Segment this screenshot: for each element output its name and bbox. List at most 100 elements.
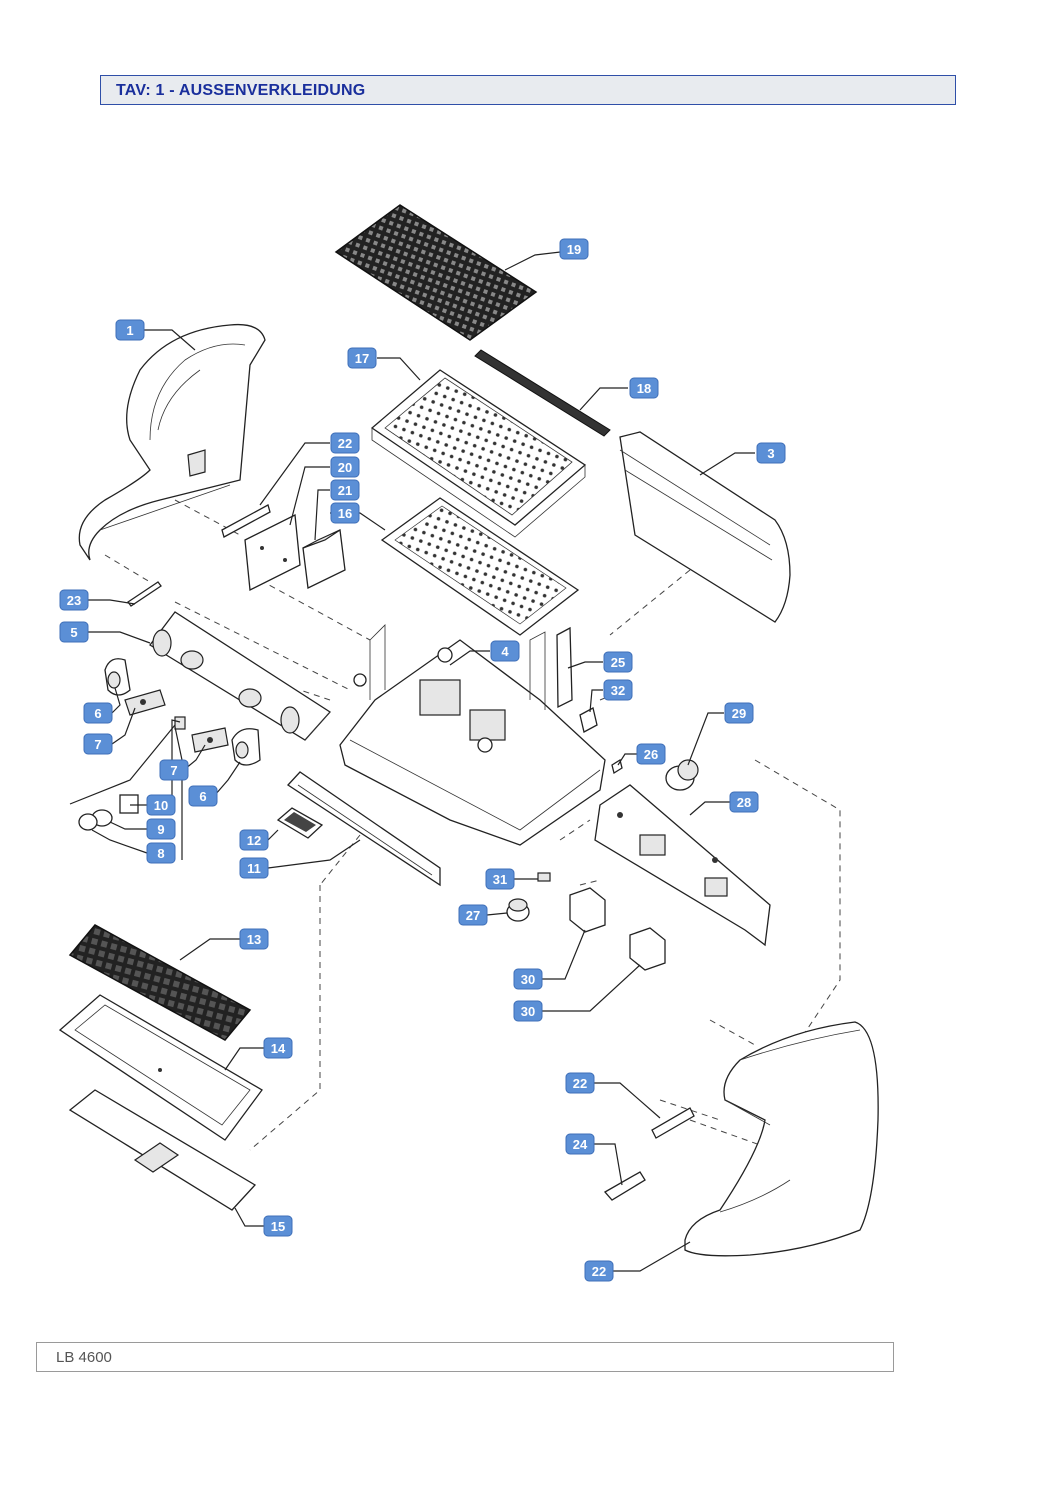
callout-15-label: 15	[271, 1219, 285, 1234]
part-7-switch-right	[191, 727, 229, 753]
part-16-perforated-plate	[380, 497, 580, 636]
callout-8-label: 8	[157, 846, 164, 861]
part-5-control-panel	[149, 611, 331, 741]
page-title: TAV: 1 - AUSSENVERKLEIDUNG	[116, 82, 366, 99]
part-25-bracket	[556, 626, 573, 709]
callout-25: 25	[603, 651, 633, 673]
callout-27-label: 27	[466, 908, 480, 923]
callout-20-label: 20	[338, 460, 352, 475]
callout-3: 3	[756, 442, 786, 464]
callout-23: 23	[59, 589, 89, 611]
leader-lines	[69, 248, 755, 1272]
part-11-front-strip	[287, 771, 441, 887]
part-4-machine-frame	[339, 624, 606, 846]
callout-5: 5	[59, 621, 89, 643]
callout-31: 31	[485, 868, 515, 890]
callout-27: 27	[458, 904, 488, 926]
callout-10: 10	[146, 794, 176, 816]
callout-15: 15	[263, 1215, 293, 1237]
callout-21-label: 21	[338, 483, 352, 498]
callout-6-b-label: 6	[199, 789, 206, 804]
callout-31-label: 31	[493, 872, 507, 887]
callout-30-b-label: 30	[521, 1004, 535, 1019]
callout-11-label: 11	[247, 861, 261, 876]
callout-3-label: 3	[767, 446, 774, 461]
part-22-right-bracket	[651, 1107, 695, 1139]
callout-6-a: 6	[83, 702, 113, 724]
callout-30-a: 30	[513, 968, 543, 990]
callout-22-a: 22	[330, 432, 360, 454]
callout-12: 12	[239, 829, 269, 851]
callout-5-label: 5	[70, 625, 77, 640]
callout-30-a-label: 30	[521, 972, 535, 987]
part-8-lens	[78, 813, 98, 831]
part-23-pin	[127, 581, 162, 607]
callout-22-b-label: 22	[573, 1076, 587, 1091]
callout-14: 14	[263, 1037, 293, 1059]
part-14-drip-tray	[58, 994, 263, 1141]
callout-16: 16	[330, 502, 360, 524]
part-17-drip-tray	[370, 369, 587, 538]
part-22-small-plate	[221, 504, 271, 538]
part-18-strip	[474, 349, 611, 437]
callout-10-label: 10	[154, 798, 168, 813]
footer-bar: LB 4600	[36, 1342, 894, 1372]
callout-26: 26	[636, 743, 666, 765]
callout-6-b: 6	[188, 785, 218, 807]
callout-22-b: 22	[565, 1072, 595, 1094]
assembly-dashed-lines	[104, 499, 841, 1151]
callout-22-a-label: 22	[338, 436, 352, 451]
part-21-electric-box	[302, 529, 346, 589]
callout-25-label: 25	[611, 655, 625, 670]
callout-7-b-label: 7	[170, 763, 177, 778]
callout-7-b: 7	[159, 759, 189, 781]
part-32-small-bracket	[579, 707, 598, 733]
callout-29: 29	[724, 702, 754, 724]
part-13-grid	[68, 924, 252, 1041]
callout-22-c: 22	[584, 1260, 614, 1282]
part-6-knob-left	[104, 658, 131, 696]
part-20-bracket-plate	[244, 513, 301, 592]
part-22-right-side-panel	[684, 1021, 879, 1257]
callout-21: 21	[330, 479, 360, 501]
model-label: LB 4600	[56, 1349, 112, 1366]
part-29-pump-motor	[665, 759, 699, 791]
callout-19-label: 19	[567, 242, 581, 257]
callout-17: 17	[347, 347, 377, 369]
part-connector	[174, 716, 186, 730]
part-7-switch-left	[124, 689, 166, 716]
callout-28-label: 28	[737, 795, 751, 810]
part-30-cover-lower	[629, 927, 666, 971]
callout-7-a: 7	[83, 733, 113, 755]
part-30-cover-upper	[569, 887, 606, 933]
part-28-rear-plate	[594, 784, 771, 947]
callout-32: 32	[603, 679, 633, 701]
callout-32-label: 32	[611, 683, 625, 698]
callout-13: 13	[239, 928, 269, 950]
callout-19: 19	[559, 238, 589, 260]
callout-29-label: 29	[732, 706, 746, 721]
part-10-cover	[119, 794, 139, 814]
part-1-left-side-panel	[78, 323, 266, 561]
part-19-cup-grid	[334, 204, 538, 341]
callout-18: 18	[629, 377, 659, 399]
callout-11: 11	[239, 857, 269, 879]
callout-7-a-label: 7	[94, 737, 101, 752]
part-6-knob-right	[231, 728, 261, 766]
callout-23-label: 23	[67, 593, 81, 608]
part-3-rear-panel	[619, 431, 791, 623]
callout-24: 24	[565, 1133, 595, 1155]
part-15-base-plate	[68, 1089, 257, 1211]
part-12-display	[276, 807, 324, 839]
callout-20: 20	[330, 456, 360, 478]
part-27-foot	[506, 898, 530, 922]
callout-4-label: 4	[501, 644, 509, 659]
callout-16-label: 16	[338, 506, 352, 521]
callout-14-label: 14	[271, 1041, 286, 1056]
callout-22-c-label: 22	[592, 1264, 606, 1279]
callout-30-b: 30	[513, 1000, 543, 1022]
callout-1: 1	[115, 319, 145, 341]
callout-13-label: 13	[247, 932, 261, 947]
callout-9-label: 9	[157, 822, 164, 837]
